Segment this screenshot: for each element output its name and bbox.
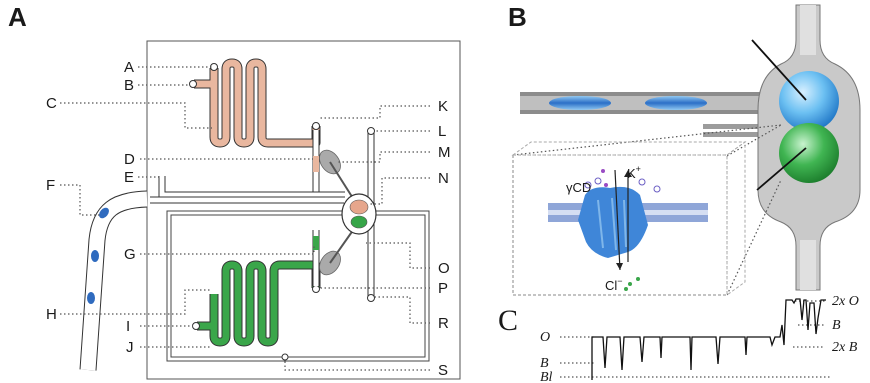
inset-box: K+ γCD Cl−: [511, 141, 747, 296]
cl-ion: [624, 287, 628, 291]
label-k: K: [438, 98, 448, 115]
upper-electrode: [751, 39, 807, 101]
left-leader-lines: [60, 66, 315, 348]
channel-e-fill: [159, 176, 345, 198]
top-access-port: [800, 5, 816, 55]
dib-schematic: [520, 4, 861, 291]
chloride-label: Cl−: [605, 276, 623, 293]
inlet-b-port: [189, 80, 197, 88]
droplet-right: [645, 96, 707, 110]
trace-label-2x-open: 2x O: [832, 294, 859, 309]
inset-top-face: [511, 141, 747, 156]
chip-labels: A B C D E F G H I J K L M N O P R S: [46, 59, 451, 379]
port-k: [312, 122, 320, 130]
label-a: A: [124, 59, 134, 76]
green-serpentine-channel: [197, 261, 320, 346]
green-loop-channel: [166, 210, 430, 362]
k-ion: [604, 183, 608, 187]
salmon-plug: [313, 156, 319, 172]
label-h: H: [46, 306, 57, 323]
panel-label-c: C: [498, 304, 519, 337]
cyclodextrin: [653, 185, 661, 193]
droplet-2: [91, 250, 99, 262]
ion-channel-protein: [578, 186, 648, 258]
current-trace: [591, 298, 826, 380]
label-m: M: [438, 144, 451, 161]
cl-ion: [636, 277, 640, 281]
port-r: [367, 294, 375, 302]
port-s: [281, 353, 289, 361]
side-channel-2: [703, 132, 773, 137]
arrow-head-up: [624, 170, 632, 177]
bottom-access-port: [800, 240, 816, 290]
ion-path-arrow: [614, 169, 621, 271]
chip-schematic: [79, 40, 461, 380]
cyclodextrin: [594, 177, 602, 185]
trace-label-baseline: Bl: [540, 370, 553, 383]
label-g: G: [124, 246, 136, 263]
green-plug: [313, 236, 319, 250]
label-l: L: [438, 123, 446, 140]
label-f: F: [46, 177, 55, 194]
inset-side-face: [726, 141, 746, 296]
chip-outline: [146, 40, 461, 380]
panel-label-b: B: [508, 2, 527, 32]
trace-label-2x-blocked: 2x B: [832, 340, 858, 355]
trace-label-open: O: [540, 330, 550, 345]
label-s: S: [438, 362, 448, 379]
droplet-left: [549, 96, 611, 110]
droplet-1: [99, 207, 109, 219]
lower-electrode: [756, 147, 807, 191]
label-i: I: [126, 318, 130, 335]
trace-label-blocked-right: B: [832, 318, 841, 333]
label-e: E: [124, 169, 134, 186]
trace-label-blocked: B: [540, 356, 549, 371]
arrow-head-down: [616, 263, 623, 270]
cyclodextrin: [584, 181, 592, 189]
k-ion: [601, 169, 605, 173]
right-leader-lines: [284, 105, 430, 371]
electrode-bottom: [319, 225, 357, 276]
droplet-tube: [80, 191, 148, 371]
bilayer-junction: [341, 193, 377, 235]
side-channel-1: [703, 124, 773, 129]
label-c: C: [46, 95, 57, 112]
salmon-serpentine-channel: [194, 59, 320, 147]
port-l: [367, 127, 375, 135]
port-p: [312, 285, 320, 293]
label-b: B: [124, 77, 134, 94]
label-o: O: [438, 260, 450, 277]
inset-zoom-lines: [512, 124, 782, 296]
green-loop-channel-inner: [170, 214, 426, 358]
k-ion-label: K+: [627, 164, 641, 181]
current-trace-panel: O B Bl 2x O B 2x B: [540, 294, 859, 383]
label-p: P: [438, 280, 448, 297]
cyclodextrin: [638, 178, 646, 186]
label-j: J: [126, 339, 134, 356]
inlet-a-port: [210, 63, 218, 71]
label-n: N: [438, 170, 449, 187]
cl-ion: [628, 282, 632, 286]
label-d: D: [124, 151, 135, 168]
label-r: R: [438, 315, 449, 332]
panel-label-a: A: [8, 2, 27, 32]
gamma-cd-label: γCD: [566, 180, 591, 195]
green-droplet: [779, 123, 839, 183]
droplet-3: [87, 292, 95, 304]
inlet-i-port: [192, 322, 200, 330]
